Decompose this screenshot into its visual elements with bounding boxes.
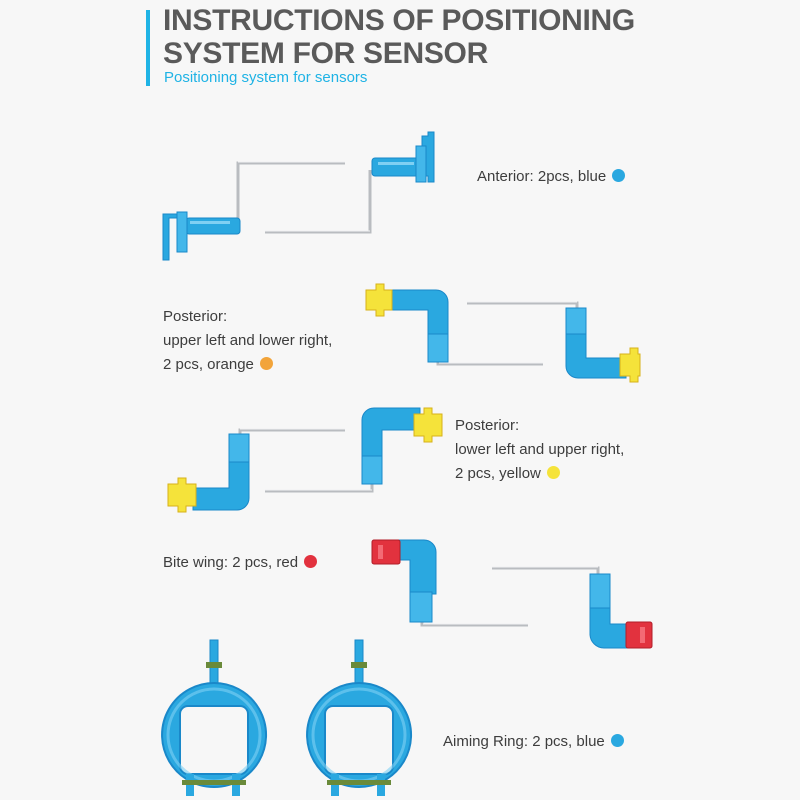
posterior-yellow-holder-left [167, 428, 345, 513]
title-line-2: SYSTEM FOR SENSOR [163, 37, 488, 70]
posterior-orange-holder-right [467, 301, 641, 383]
label-line: upper left and lower right, [163, 332, 333, 349]
aiming-ring-left [161, 639, 268, 796]
label-line: Aiming Ring: 2 pcs, blue [443, 730, 624, 754]
label-line: Posterior: [455, 417, 520, 434]
accent-bar [146, 10, 150, 86]
label-line: lower left and upper right, [455, 441, 625, 458]
label-line: 2 pcs, yellow [455, 462, 624, 486]
posterior-yellow-holder-right [265, 407, 443, 493]
label-line: 2 pcs, orange [163, 353, 332, 377]
aiming-ring-right [306, 639, 413, 796]
label-line: Bite wing: 2 pcs, red [163, 551, 318, 575]
label-line: Anterior: 2pcs, blue [477, 165, 626, 189]
color-dot-red [304, 555, 318, 568]
anterior-holder-left [162, 161, 345, 261]
title-line-1: INSTRUCTIONS OF POSITIONING [163, 4, 635, 37]
label-posterior-orange: Posterior: upper left and lower right, 2… [163, 305, 332, 377]
label-aiming-ring: Aiming Ring: 2 pcs, blue [443, 730, 624, 754]
color-dot-yellow [546, 466, 560, 479]
bite-wing-holder-right [492, 566, 653, 649]
page-title: INSTRUCTIONS OF POSITIONING SYSTEM FOR S… [163, 4, 683, 70]
bite-wing-holder-left [371, 539, 528, 627]
label-anterior: Anterior: 2pcs, blue [477, 165, 626, 189]
color-dot-blue [610, 734, 624, 747]
anterior-holder-right [265, 131, 435, 234]
posterior-orange-holder-left [365, 283, 543, 366]
page-subtitle: Positioning system for sensors [164, 69, 368, 86]
label-posterior-yellow: Posterior: lower left and upper right, 2… [455, 414, 624, 486]
label-line: Posterior: [163, 308, 228, 325]
color-dot-orange [259, 357, 273, 370]
color-dot-blue [612, 169, 626, 182]
label-bite-wing: Bite wing: 2 pcs, red [163, 551, 318, 575]
